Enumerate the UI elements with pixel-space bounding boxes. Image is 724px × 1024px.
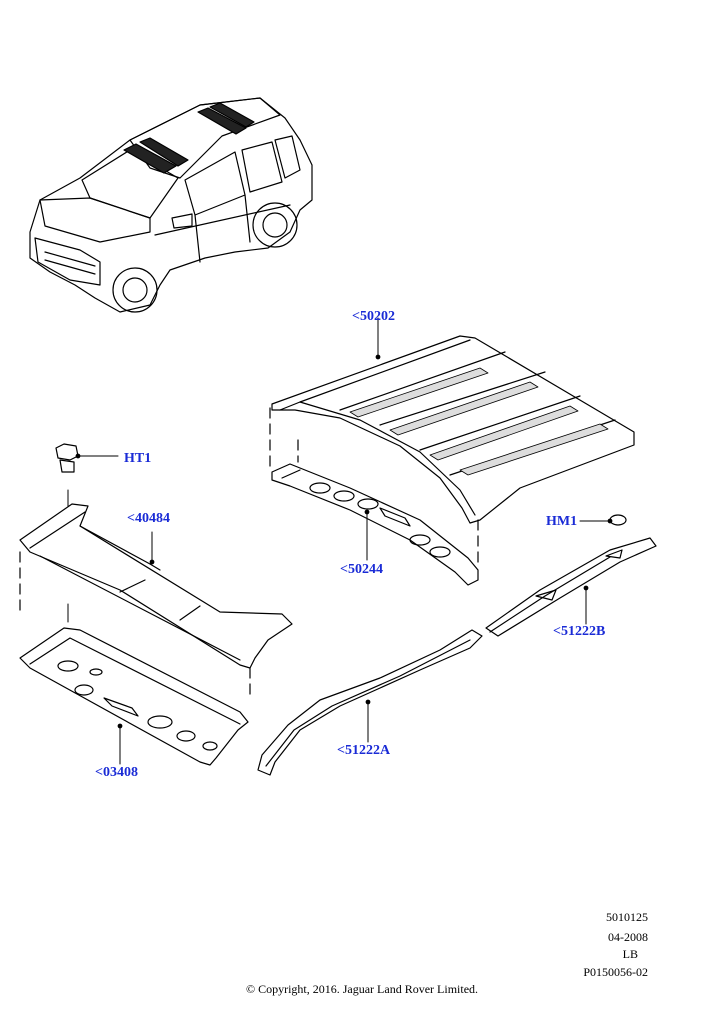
clip-ht1-drawing	[55, 443, 119, 473]
diagram-ref: P0150056-02	[583, 965, 648, 979]
rail-left-drawing	[257, 629, 483, 776]
callout-roof-bow[interactable]: <50244	[340, 562, 383, 577]
callout-plug-hm1[interactable]: HM1	[546, 514, 578, 529]
diagram-date: 04-2008	[608, 930, 648, 944]
diagram-code: 5010125	[606, 910, 648, 924]
callout-clip-ht1[interactable]: HT1	[124, 451, 152, 466]
rear-header-drawing	[19, 603, 249, 766]
copyright-notice: © Copyright, 2016. Jaguar Land Rover Lim…	[245, 982, 479, 996]
diagram-region: LB	[622, 947, 638, 961]
rail-right-drawing	[485, 514, 657, 637]
callout-roof-panel[interactable]: <50202	[352, 309, 395, 324]
callout-front-header[interactable]: <40484	[127, 511, 170, 526]
front-header-drawing	[19, 489, 293, 701]
callout-rail-left[interactable]: <51222A	[337, 743, 391, 758]
vehicle-illustration	[29, 97, 313, 313]
callout-rail-right[interactable]: <51222B	[553, 624, 606, 639]
roof-panel-drawing	[271, 317, 635, 524]
callout-rear-header[interactable]: <03408	[95, 765, 138, 780]
roof-bow-drawing	[269, 407, 479, 586]
